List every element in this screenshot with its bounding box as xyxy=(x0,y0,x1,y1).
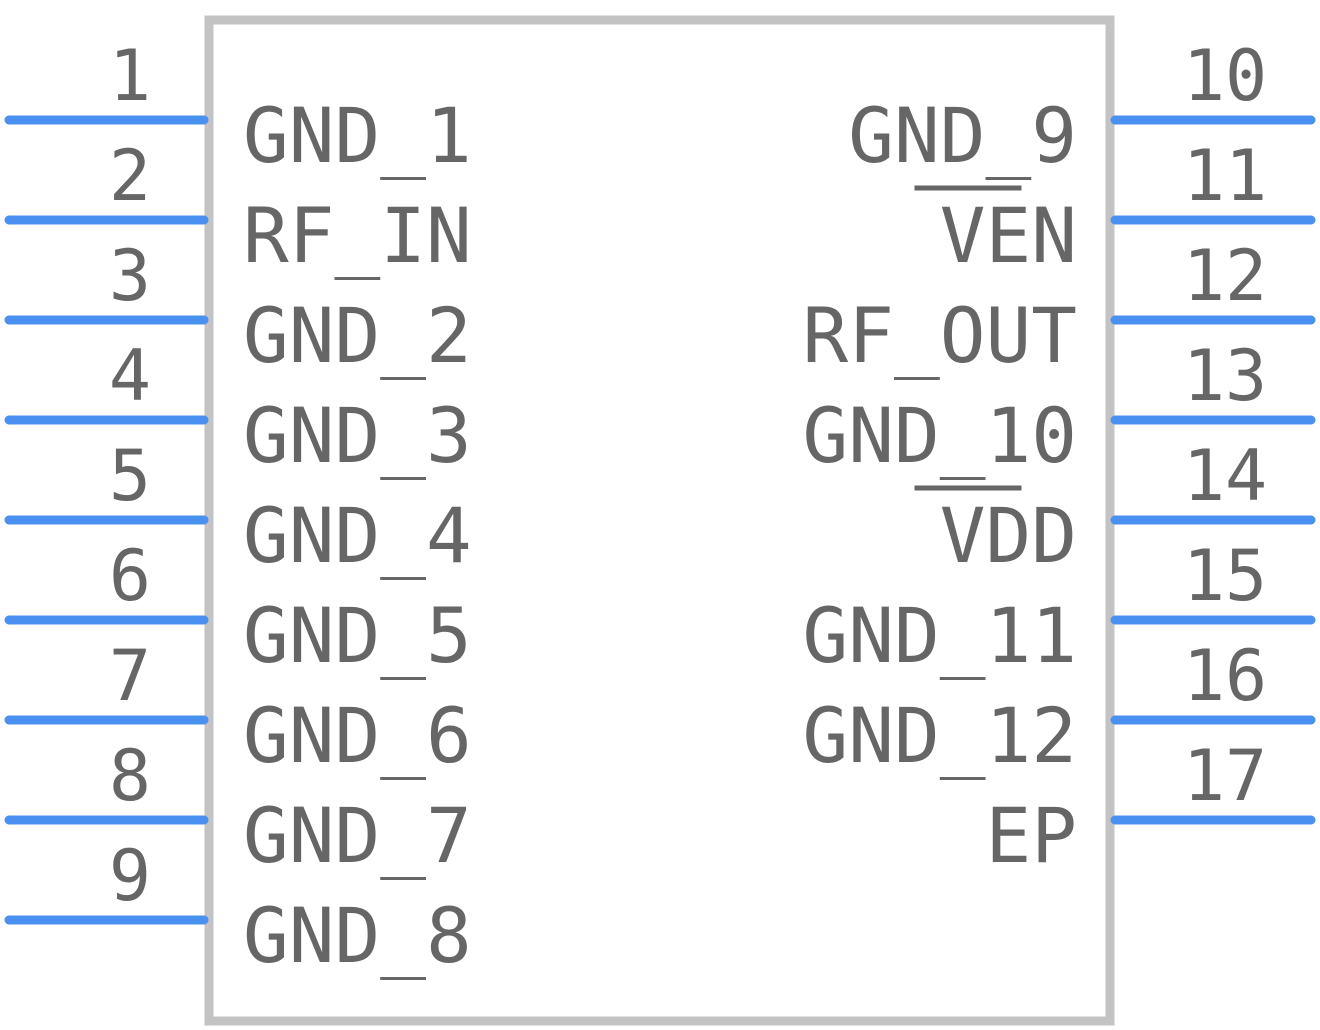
pin-number: 9 xyxy=(109,835,151,917)
pin-name: GND_4 xyxy=(243,491,472,580)
pin-name: GND_11 xyxy=(802,591,1077,680)
pin-name: GND_8 xyxy=(243,891,472,980)
pin-name: EP xyxy=(985,791,1077,880)
pin-name: GND_3 xyxy=(243,391,472,480)
pin-number: 1 xyxy=(109,35,151,117)
pin-number: 12 xyxy=(1183,235,1267,317)
pin-name: GND_6 xyxy=(243,691,472,780)
pin-name: GND_9 xyxy=(848,91,1077,180)
pin-number: 13 xyxy=(1183,335,1267,417)
pin-name: VDD xyxy=(940,491,1077,580)
pin-number: 15 xyxy=(1183,535,1267,617)
pin-number: 4 xyxy=(109,335,151,417)
left-pin-group: 1GND_12RF_IN3GND_24GND_35GND_46GND_57GND… xyxy=(4,35,472,980)
pin-number: 16 xyxy=(1183,635,1267,717)
pin-number: 2 xyxy=(109,135,151,217)
pin-number: 11 xyxy=(1183,135,1267,217)
pin-number: 17 xyxy=(1183,735,1267,817)
pin-name: GND_5 xyxy=(243,591,472,680)
pin-name: GND_10 xyxy=(802,391,1077,480)
pin-2: 2RF_IN xyxy=(4,135,472,280)
pin-name: GND_2 xyxy=(243,291,472,380)
pin-number: 10 xyxy=(1183,35,1267,117)
pin-number: 7 xyxy=(109,635,151,717)
pin-number: 14 xyxy=(1183,435,1267,517)
pin-name: VEN xyxy=(940,191,1077,280)
pin-number: 5 xyxy=(109,435,151,517)
pin-number: 6 xyxy=(109,535,151,617)
pin-number: 8 xyxy=(109,735,151,817)
pin-name: RF_OUT xyxy=(802,291,1077,380)
pin-name: GND_7 xyxy=(243,791,472,880)
pin-name: GND_12 xyxy=(802,691,1077,780)
pin-name: GND_1 xyxy=(243,91,472,180)
pin-number: 3 xyxy=(109,235,151,317)
pin-name: RF_IN xyxy=(243,191,472,280)
